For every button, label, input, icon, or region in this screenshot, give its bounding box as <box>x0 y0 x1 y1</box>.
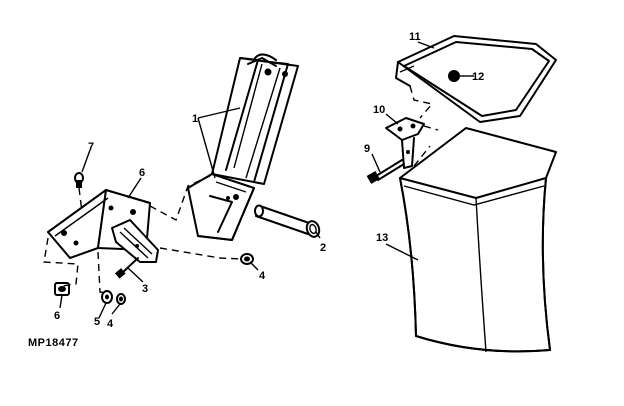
leader-lines-left <box>59 107 321 319</box>
callout-5: 5 <box>94 316 100 328</box>
callout-2: 2 <box>320 242 326 254</box>
callout-6-bracket: 6 <box>139 167 145 179</box>
knob-part-12 <box>448 70 468 82</box>
assembly-lines-right <box>409 85 439 167</box>
nut-part-4-lower <box>116 293 126 305</box>
pivot-pin <box>254 204 321 238</box>
figure-id: MP18477 <box>28 337 79 349</box>
hardware-part-7 <box>74 172 84 188</box>
callout-9: 9 <box>364 143 370 155</box>
bolt-part-3 <box>115 257 139 279</box>
latch-bracket <box>385 117 425 169</box>
assembly-lines-left <box>43 175 243 294</box>
callout-12: 12 <box>472 71 484 83</box>
callout-13: 13 <box>376 232 388 244</box>
grass-bag <box>399 127 557 353</box>
callout-3: 3 <box>142 283 148 295</box>
leader-lines-right <box>371 41 474 261</box>
callout-10: 10 <box>373 104 385 116</box>
callout-11: 11 <box>409 31 421 43</box>
discharge-chute <box>187 53 299 241</box>
washer-part-5 <box>101 290 113 304</box>
bag-frame-ring <box>395 35 557 123</box>
hinge-plate <box>111 219 159 263</box>
nut-part-4-right <box>240 253 254 265</box>
callout-6-lower: 6 <box>54 310 60 322</box>
callout-4-lower: 4 <box>107 318 114 330</box>
bolt-part-9 <box>366 159 405 184</box>
callout-4-right: 4 <box>259 270 266 282</box>
callout-7: 7 <box>88 141 94 153</box>
callout-1: 1 <box>192 113 198 125</box>
